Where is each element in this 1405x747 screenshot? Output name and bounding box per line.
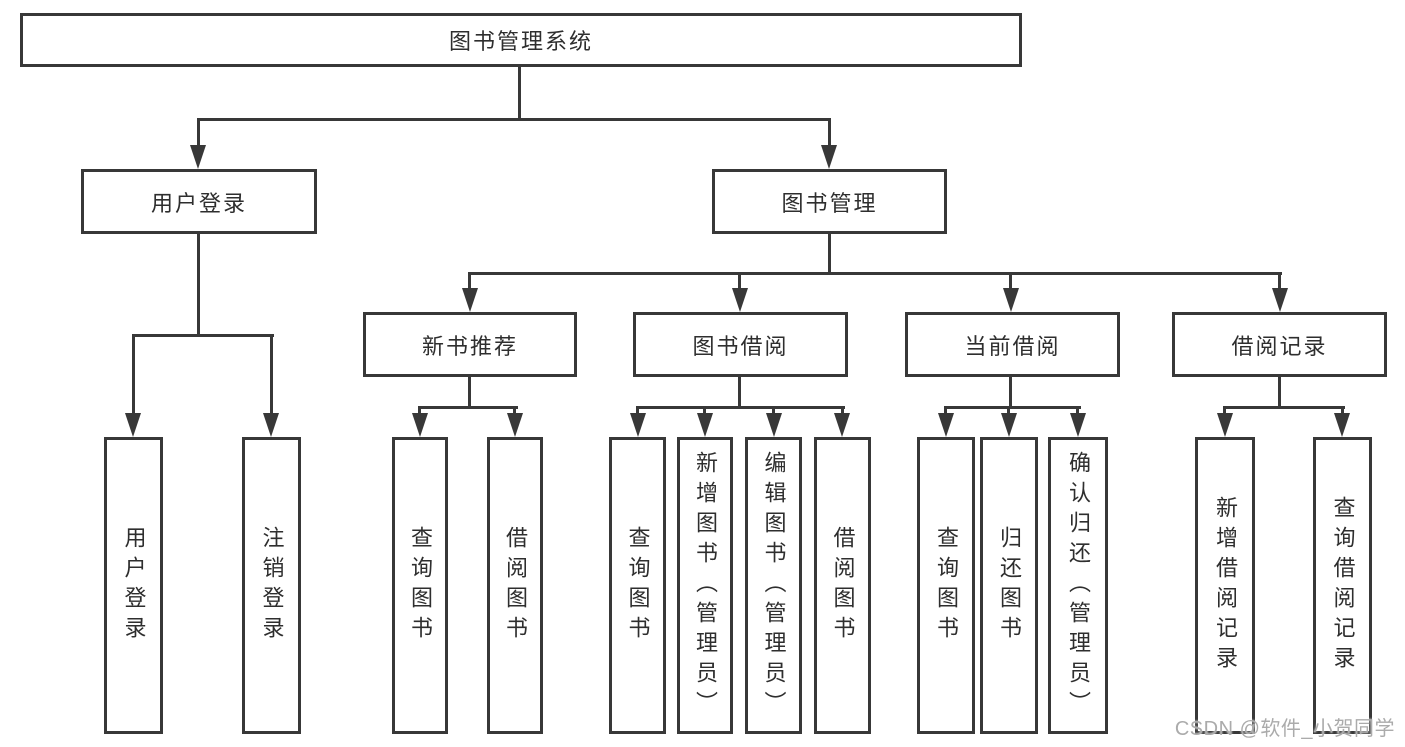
connector-shaft xyxy=(418,406,421,417)
arrow-down-icon xyxy=(766,413,782,437)
node-label: 归还图书 xyxy=(997,525,1022,646)
node-leaf-query-books-borrow: 查询图书 xyxy=(609,437,666,734)
node-label: 当前借阅 xyxy=(964,333,1061,359)
node-leaf-return-books: 归还图书 xyxy=(980,437,1038,734)
node-label: 查询图书 xyxy=(934,525,959,646)
arrow-down-icon xyxy=(1003,288,1019,312)
node-label: 图书管理 xyxy=(781,190,878,216)
node-leaf-add-borrow-record: 新增借阅记录 xyxy=(1195,437,1255,734)
connector-shaft xyxy=(1009,272,1012,292)
connector-shaft xyxy=(772,406,775,417)
connector-shaft xyxy=(197,118,200,148)
node-label: 借阅图书 xyxy=(503,525,528,646)
node-book-borrowing: 图书借阅 xyxy=(633,312,848,377)
connector-root-crossbar xyxy=(197,118,831,121)
connector-shaft xyxy=(1278,272,1281,292)
node-leaf-user-login: 用户登录 xyxy=(104,437,163,734)
connector-newbook-trunk xyxy=(468,377,471,409)
arrow-down-icon xyxy=(462,288,478,312)
node-label: 图书借阅 xyxy=(692,333,789,359)
connector-shaft xyxy=(1007,406,1010,417)
connector-newbook-crossbar xyxy=(418,406,518,409)
node-leaf-query-borrow-record: 查询借阅记录 xyxy=(1313,437,1372,734)
connector-shaft xyxy=(132,334,135,415)
arrow-down-icon xyxy=(1272,288,1288,312)
node-label: 用户登录 xyxy=(121,525,147,646)
connector-records-crossbar xyxy=(1223,406,1345,409)
arrow-down-icon xyxy=(1217,413,1233,437)
arrow-down-icon xyxy=(1001,413,1017,437)
arrow-down-icon xyxy=(1070,413,1086,437)
node-leaf-query-books-recommend: 查询图书 xyxy=(392,437,448,734)
node-label: 借阅图书 xyxy=(830,525,856,646)
node-new-book-recommendation: 新书推荐 xyxy=(363,312,577,377)
arrow-down-icon xyxy=(507,413,523,437)
connector-borrowing-trunk xyxy=(738,377,741,409)
connector-shaft xyxy=(738,272,741,292)
connector-records-trunk xyxy=(1278,377,1281,409)
arrow-down-icon xyxy=(821,145,837,169)
connector-shaft xyxy=(1076,406,1079,417)
node-book-management: 图书管理 xyxy=(712,169,947,234)
arrow-down-icon xyxy=(1334,413,1350,437)
node-leaf-confirm-return-admin: 确认归还（管理员） xyxy=(1048,437,1108,734)
arrow-down-icon xyxy=(834,413,850,437)
connector-shaft xyxy=(828,118,831,148)
node-label: 借阅记录 xyxy=(1231,333,1328,359)
node-label: 查询借阅记录 xyxy=(1330,495,1356,676)
connector-shaft xyxy=(1341,406,1344,417)
connector-shaft xyxy=(468,272,471,292)
node-label: 新增借阅记录 xyxy=(1213,495,1238,676)
connector-shaft xyxy=(636,406,639,417)
node-label: 编辑图书（管理员） xyxy=(761,450,787,721)
arrow-down-icon xyxy=(630,413,646,437)
csdn-watermark: CSDN @软件_小贺同学 xyxy=(1174,718,1395,740)
node-label: 注销登录 xyxy=(259,525,285,646)
arrow-down-icon xyxy=(263,413,279,437)
connector-bookmgmt-trunk xyxy=(828,234,831,275)
node-leaf-edit-books-admin: 编辑图书（管理员） xyxy=(745,437,802,734)
connector-bookmgmt-crossbar xyxy=(468,272,1282,275)
connector-borrowing-crossbar xyxy=(636,406,845,409)
node-label: 查询图书 xyxy=(625,525,651,646)
connector-userlogin-trunk xyxy=(197,234,200,337)
arrow-down-icon xyxy=(938,413,954,437)
node-label: 图书管理系统 xyxy=(448,29,593,54)
node-leaf-add-books-admin: 新增图书（管理员） xyxy=(677,437,733,734)
node-leaf-query-books-current: 查询图书 xyxy=(917,437,975,734)
arrow-down-icon xyxy=(125,413,141,437)
connector-current-crossbar xyxy=(944,406,1081,409)
node-user-login: 用户登录 xyxy=(81,169,317,234)
node-label: 确认归还（管理员） xyxy=(1066,450,1091,721)
node-label: 新增图书（管理员） xyxy=(693,450,718,721)
node-current-borrowing: 当前借阅 xyxy=(905,312,1120,377)
connector-userlogin-crossbar xyxy=(132,334,274,337)
connector-shaft xyxy=(944,406,947,417)
connector-current-trunk xyxy=(1009,377,1012,409)
node-leaf-borrow-books: 借阅图书 xyxy=(814,437,871,734)
node-borrowing-records: 借阅记录 xyxy=(1172,312,1387,377)
node-label: 查询图书 xyxy=(408,525,433,646)
connector-shaft xyxy=(513,406,516,417)
arrow-down-icon xyxy=(732,288,748,312)
connector-shaft xyxy=(1223,406,1226,417)
connector-root-trunk xyxy=(518,66,521,119)
node-library-management-system: 图书管理系统 xyxy=(20,13,1022,67)
arrow-down-icon xyxy=(190,145,206,169)
arrow-down-icon xyxy=(412,413,428,437)
connector-shaft xyxy=(703,406,706,417)
node-leaf-borrow-books-recommend: 借阅图书 xyxy=(487,437,543,734)
node-label: 新书推荐 xyxy=(421,333,518,359)
arrow-down-icon xyxy=(697,413,713,437)
node-label: 用户登录 xyxy=(150,190,247,216)
connector-shaft xyxy=(270,334,273,415)
connector-shaft xyxy=(841,406,844,417)
node-leaf-logout: 注销登录 xyxy=(242,437,301,734)
